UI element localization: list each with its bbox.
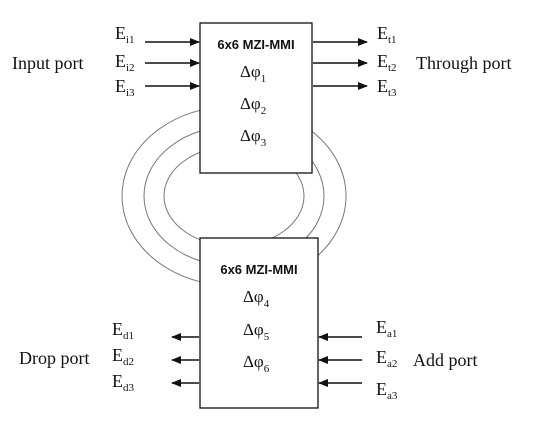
drop-signal-1: Ed1 bbox=[112, 319, 134, 342]
through-signal-2: Et2 bbox=[377, 51, 397, 74]
input-port-label: Input port bbox=[12, 53, 84, 73]
input-signal-1: Ei1 bbox=[115, 23, 135, 46]
through-signal-1: Et1 bbox=[377, 23, 397, 46]
phase-label-5: Δφ5 bbox=[243, 320, 270, 343]
input-signal-3: Ei3 bbox=[115, 76, 135, 99]
drop-port-label: Drop port bbox=[19, 348, 90, 368]
phase-label-4: Δφ4 bbox=[243, 287, 270, 310]
bottom-box-title: 6x6 MZI-MMI bbox=[220, 262, 297, 277]
phase-label-1: Δφ1 bbox=[240, 62, 266, 85]
drop-arrows bbox=[171, 333, 199, 387]
through-arrows bbox=[313, 38, 368, 90]
add-port-label: Add port bbox=[413, 350, 478, 370]
add-signal-3: Ea3 bbox=[376, 379, 398, 402]
add-arrows bbox=[318, 333, 362, 387]
phase-label-6: Δφ6 bbox=[243, 352, 270, 375]
input-arrows bbox=[145, 38, 200, 90]
top-box-title: 6x6 MZI-MMI bbox=[217, 37, 294, 52]
drop-signal-2: Ed2 bbox=[112, 345, 134, 368]
phase-label-2: Δφ2 bbox=[240, 94, 266, 117]
input-signal-2: Ei2 bbox=[115, 51, 135, 74]
through-signal-3: Et3 bbox=[377, 76, 397, 99]
drop-signal-3: Ed3 bbox=[112, 371, 135, 394]
top-mzi-mmi-box bbox=[199, 22, 313, 174]
bottom-mzi-mmi-box bbox=[199, 237, 319, 409]
add-signal-1: Ea1 bbox=[376, 317, 397, 340]
add-signal-2: Ea2 bbox=[376, 347, 397, 370]
phase-label-3: Δφ3 bbox=[240, 126, 267, 149]
through-port-label: Through port bbox=[416, 53, 511, 73]
